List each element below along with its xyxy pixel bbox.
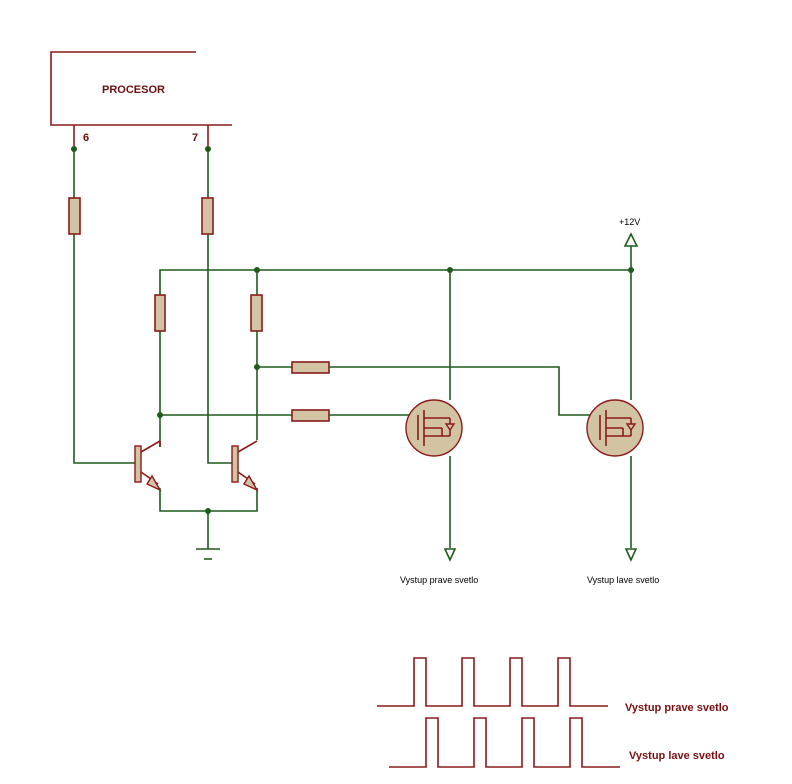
pin-7-label: 7 <box>192 132 198 144</box>
resistor-pin6 <box>68 197 81 235</box>
signal-left-waveform <box>389 717 620 768</box>
timing-label-right: Vystup prave svetlo <box>625 702 729 714</box>
output-arrow-icon <box>443 548 457 562</box>
timing-diagram: Vystup prave svetlo Vystup lave svetlo <box>377 657 729 768</box>
junction-collector-2 <box>254 364 260 370</box>
resistor-pin7 <box>201 197 214 235</box>
junction-collector-1 <box>157 412 163 418</box>
timing-label-left: Vystup lave svetlo <box>629 750 725 762</box>
output-arrow-icon <box>624 548 638 562</box>
junction-pin6 <box>71 146 77 152</box>
junction-rail-1 <box>254 267 260 273</box>
output-label-right: Vystup prave svetlo <box>400 575 478 585</box>
input-network <box>68 146 232 464</box>
mosfet-2 <box>586 270 644 562</box>
processor-label: PROCESOR <box>102 84 165 96</box>
gate-resistor-1 <box>291 409 330 422</box>
supply-arrow-icon <box>623 232 639 247</box>
mosfet-1 <box>405 270 463 562</box>
pullup-resistor-right <box>250 294 263 332</box>
output-label-left: Vystup lave svetlo <box>587 575 659 585</box>
supply-rail: +12V <box>154 217 640 332</box>
signal-right-waveform <box>377 657 608 707</box>
ground-icon <box>196 508 220 560</box>
pullup-resistor-left <box>154 294 166 332</box>
npn-transistor-2 <box>231 440 259 492</box>
emitter-arrow-icon <box>242 474 259 492</box>
pin-6-label: 6 <box>83 132 89 144</box>
supply-label: +12V <box>619 217 640 227</box>
gate-resistor-2 <box>291 361 330 374</box>
processor-block: PROCESOR 6 7 <box>50 51 232 149</box>
junction-pin7 <box>205 146 211 152</box>
gate-network <box>157 331 600 447</box>
emitter-arrow-icon <box>145 474 162 492</box>
processor-outline <box>50 51 232 126</box>
